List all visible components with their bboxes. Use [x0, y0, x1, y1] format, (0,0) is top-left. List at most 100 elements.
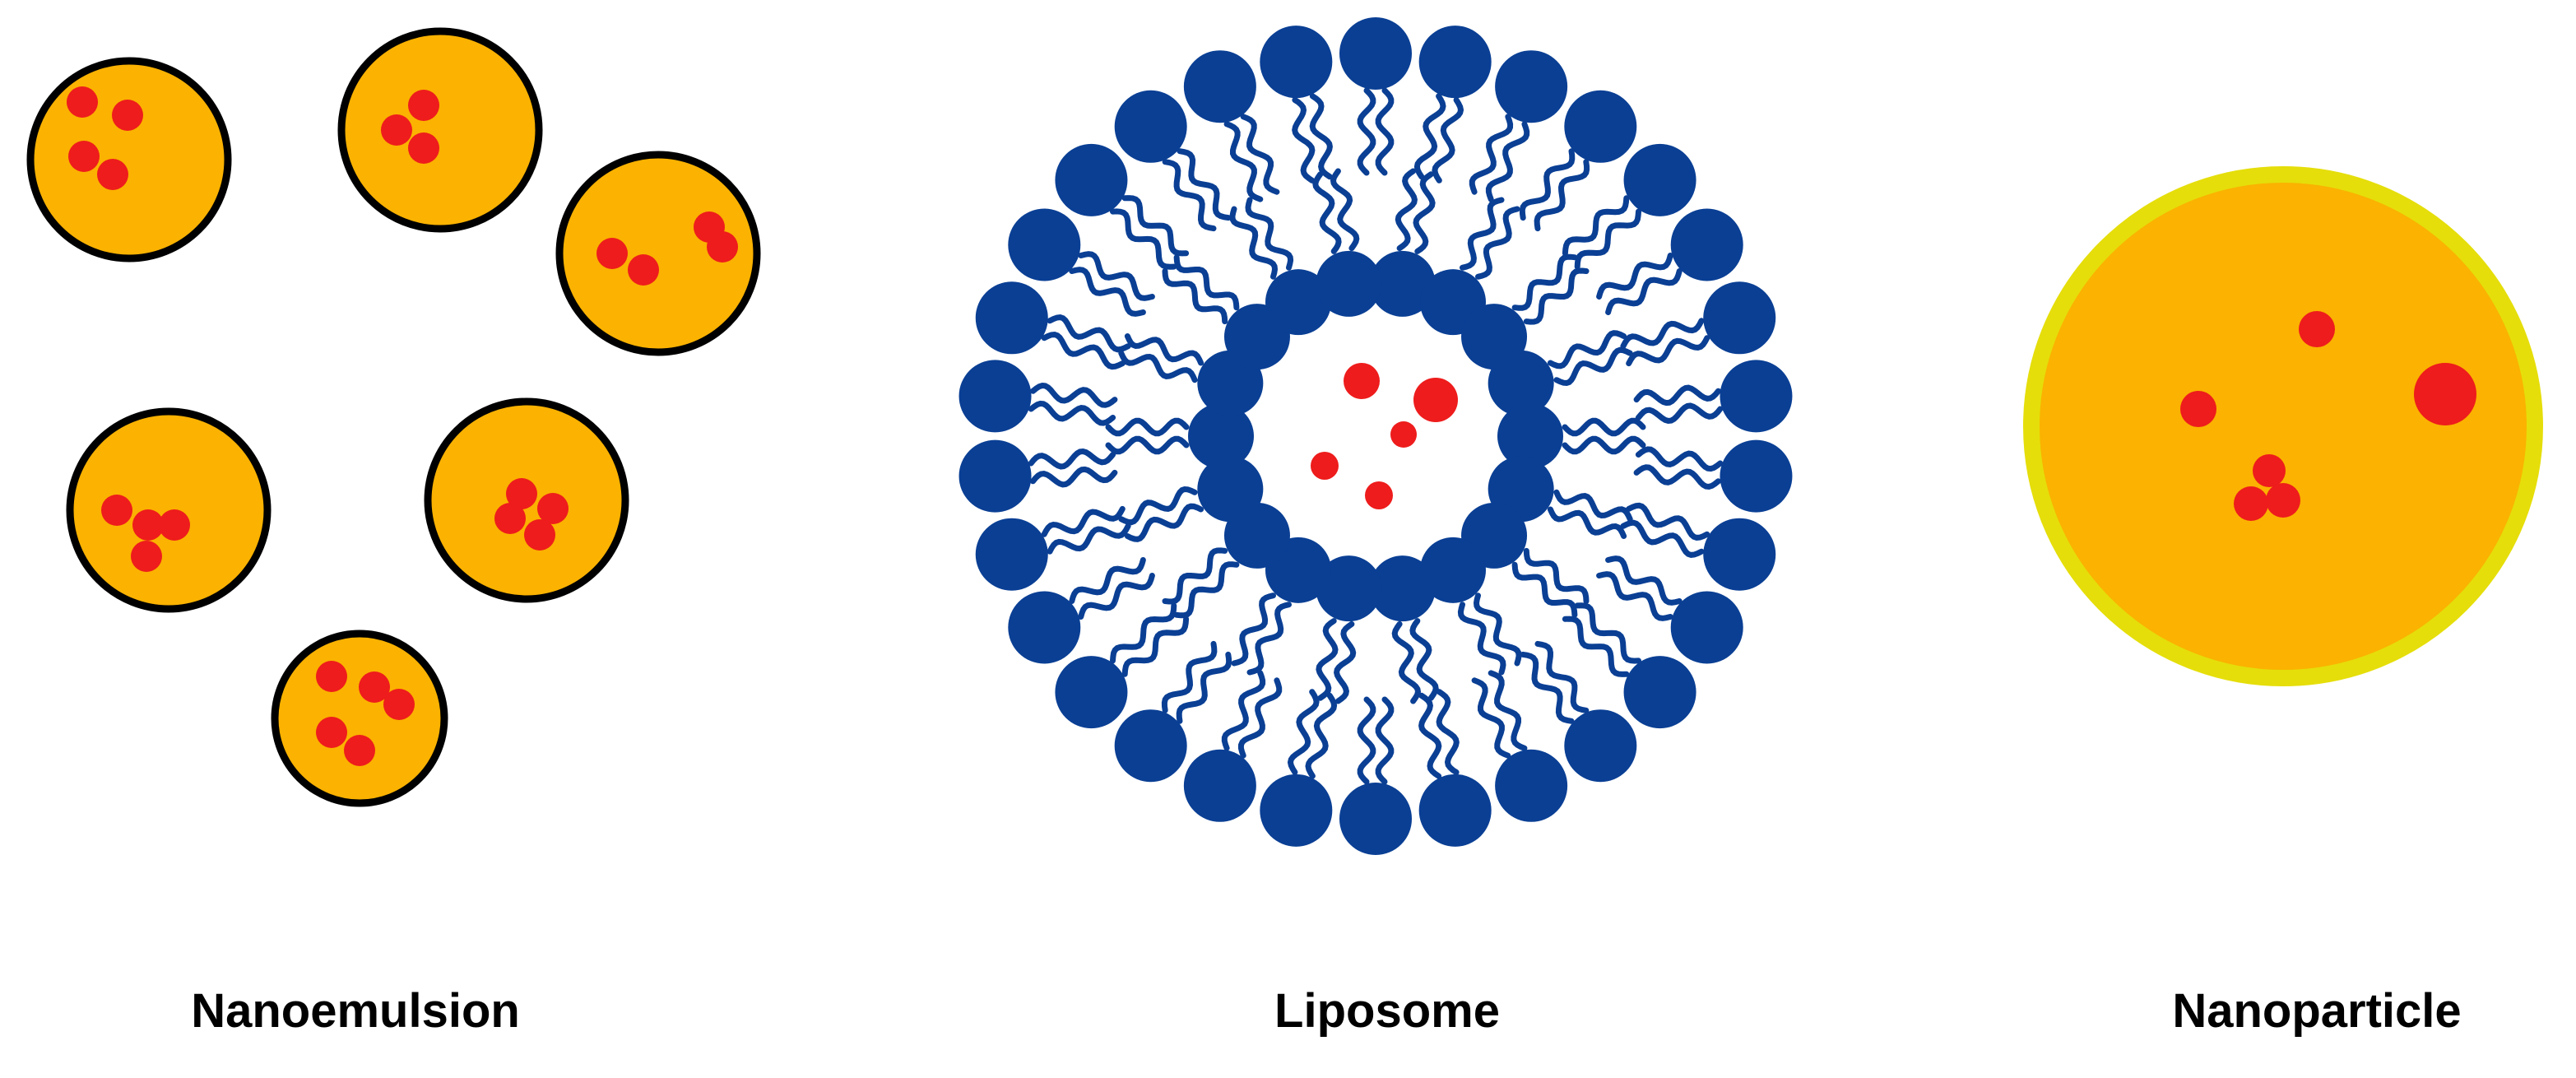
payload-dot [68, 141, 100, 172]
lipid-tail [1519, 148, 1576, 221]
lipid-tail [1574, 602, 1641, 664]
payload-dot [707, 231, 738, 263]
lipid-tail [1124, 333, 1204, 366]
lipid-tail [1047, 314, 1131, 353]
lipid-tail [1485, 121, 1530, 202]
lipid-tail [1511, 253, 1578, 311]
nanoemulsion-droplet [424, 397, 629, 603]
phospholipid [1114, 90, 1232, 232]
nanoemulsion-droplet [66, 407, 272, 613]
lipid-tail [1633, 464, 1721, 490]
droplet-body [337, 27, 543, 233]
phospholipid [1471, 670, 1568, 822]
phospholipid [1055, 143, 1190, 270]
phospholipid [958, 360, 1118, 433]
lipid-head [1703, 518, 1776, 591]
payload-dot [316, 661, 347, 692]
lipid-tail [1330, 168, 1360, 252]
payload-dot [132, 509, 164, 541]
lipid-head [1623, 656, 1696, 729]
lipid-tail [1223, 121, 1264, 202]
lipid-head [1623, 143, 1696, 216]
lipid-tail [1391, 620, 1422, 704]
payload-dot [1390, 421, 1417, 448]
phospholipid [1316, 555, 1382, 704]
droplet-body [555, 151, 761, 356]
phospholipid [1519, 90, 1637, 232]
lipid-tail [1118, 350, 1198, 383]
phospholipid [1183, 50, 1280, 202]
lipid-tail [1562, 435, 1646, 455]
lipid-tail [1534, 159, 1590, 232]
lipid-tail [1334, 620, 1357, 704]
lipid-tail [1357, 696, 1376, 785]
lipid-tail [1028, 448, 1116, 470]
phospholipid [1596, 555, 1743, 664]
payload-dot [1311, 452, 1339, 480]
phospholipid [1562, 602, 1696, 729]
payload-dot [2299, 311, 2335, 347]
lipid-head [975, 518, 1048, 591]
nanoparticle-diagram [2023, 166, 2543, 686]
phospholipid [1369, 555, 1439, 704]
liposome-diagram [958, 17, 1793, 855]
lipid-tail [1030, 466, 1118, 488]
lipid-tail [1357, 87, 1376, 176]
lipid-head [1114, 90, 1187, 163]
lipid-tail [1475, 206, 1520, 280]
lipid-head [1114, 709, 1187, 783]
lipid-tail [1620, 318, 1705, 350]
payload-dot [97, 159, 128, 190]
lipid-tail [1553, 489, 1633, 523]
phospholipid [1260, 689, 1338, 847]
lipid-head [1339, 17, 1412, 90]
lipid-tail [1520, 651, 1575, 724]
phospholipid [1420, 537, 1522, 676]
lipid-tail [1316, 618, 1339, 701]
lipid-tail [1473, 592, 1522, 667]
phospholipid [1055, 602, 1190, 729]
lipid-tail [1173, 561, 1240, 619]
phospholipid [1114, 640, 1232, 783]
lipid-head [1720, 360, 1793, 433]
payload-dot [628, 254, 659, 286]
phospholipid [1620, 281, 1776, 367]
lipid-tail [1547, 330, 1627, 369]
lipid-tail [1547, 506, 1627, 539]
payload-dot [596, 238, 628, 269]
nanoparticle-label: Nanoparticle [2172, 984, 2462, 1038]
payload-dot [1344, 363, 1380, 399]
lipid-tail [1471, 677, 1511, 759]
phospholipid [1488, 330, 1633, 416]
lipid-tail [1069, 267, 1146, 317]
lipid-tail [1605, 555, 1683, 606]
phospholipid [1413, 26, 1492, 184]
lipid-tail [1596, 253, 1673, 300]
phospholipid [1008, 208, 1155, 317]
lipid-tail [1030, 382, 1118, 408]
lipid-head [958, 439, 1032, 513]
lipid-head [1418, 26, 1492, 99]
lipid-head [1495, 749, 1568, 822]
payload-dot [316, 717, 347, 748]
payload-dot [524, 519, 555, 551]
lipid-tail [1173, 254, 1240, 311]
lipid-tail [1562, 417, 1646, 437]
lipid-tail [1105, 435, 1190, 455]
lipid-head [1418, 774, 1492, 847]
lipid-tail [1177, 148, 1232, 221]
liposome-label: Liposome [1274, 984, 1500, 1038]
phospholipid [1497, 403, 1646, 469]
droplet-body [271, 630, 448, 807]
lipid-tail [1605, 268, 1683, 315]
payload-dot [2414, 363, 2476, 425]
lipid-tail [1488, 670, 1528, 751]
phospholipid [1633, 360, 1793, 433]
phospholipid [975, 505, 1131, 591]
lipid-tail [1105, 417, 1190, 437]
lipid-tail [1309, 93, 1333, 180]
nanoemulsion-droplet [555, 151, 761, 356]
phospholipid [1469, 50, 1568, 202]
payload-dot [383, 689, 415, 720]
